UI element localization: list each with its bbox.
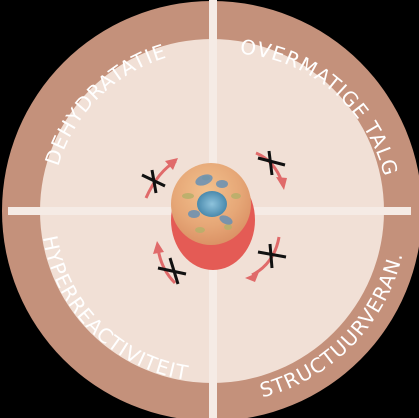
- cell-illustration: [171, 163, 255, 270]
- nucleus: [197, 191, 227, 217]
